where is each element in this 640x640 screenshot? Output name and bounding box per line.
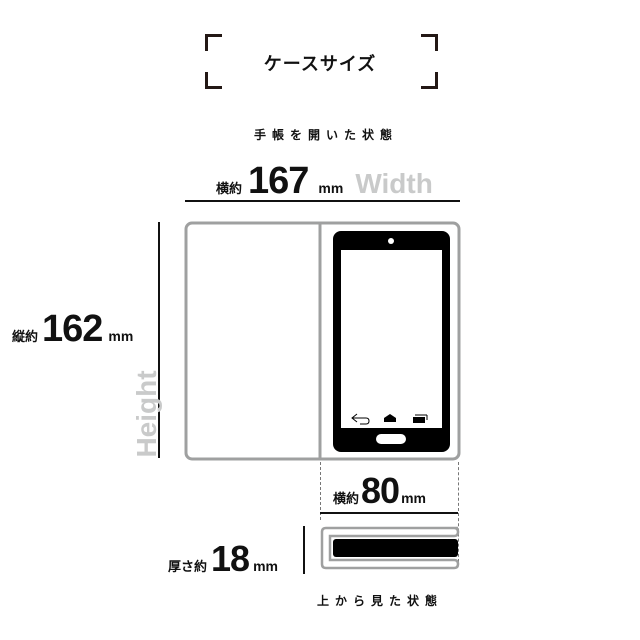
inner-width-unit: mm	[401, 490, 426, 506]
phone-top-view	[333, 539, 458, 557]
home-icon	[384, 414, 396, 422]
height-dimension: 縦約 162 mm	[12, 308, 133, 351]
recent-apps-icon	[413, 417, 425, 423]
width-prefix: 横約	[216, 182, 243, 197]
inner-width-value: 80	[361, 470, 400, 511]
height-prefix: 縦約	[12, 330, 39, 345]
frame-corner-bottom-right	[421, 72, 438, 89]
page-title: ケースサイズ	[263, 54, 377, 75]
top-view-illustration	[320, 526, 460, 570]
frame-corner-top-right	[421, 34, 438, 51]
inner-width-guide-right	[458, 462, 459, 562]
width-dimension: 横約 167 mm Width	[216, 160, 433, 202]
width-value: 167	[248, 160, 309, 202]
width-unit: mm	[318, 180, 344, 196]
height-value: 162	[42, 308, 103, 350]
frame-corner-bottom-left	[205, 72, 222, 89]
thickness-value: 18	[211, 538, 250, 579]
open-view-caption: 手帳を開いた状態	[253, 128, 398, 142]
back-icon	[351, 413, 370, 425]
inner-width-guide-left	[320, 462, 321, 520]
smartphone-icon	[333, 231, 450, 452]
frame-corner-top-left	[205, 34, 222, 51]
height-unit: mm	[108, 328, 134, 344]
width-dimension-line	[185, 200, 460, 202]
top-view-caption: 上から見た状態	[317, 594, 444, 608]
height-ghost-label: Height	[131, 370, 162, 458]
inner-width-line	[320, 512, 458, 514]
thickness-dimension: 厚さ約 18 mm	[168, 538, 278, 580]
thickness-dimension-line	[303, 526, 305, 574]
open-case-illustration	[184, 221, 461, 461]
height-dimension-line	[158, 222, 160, 458]
inner-width-dimension: 横約 80 mm	[333, 470, 426, 512]
inner-width-prefix: 横約	[333, 492, 360, 507]
width-ghost-label: Width	[355, 168, 433, 199]
thickness-prefix: 厚さ約	[168, 560, 208, 575]
case-top-outline	[320, 526, 460, 570]
thickness-unit: mm	[253, 558, 278, 574]
